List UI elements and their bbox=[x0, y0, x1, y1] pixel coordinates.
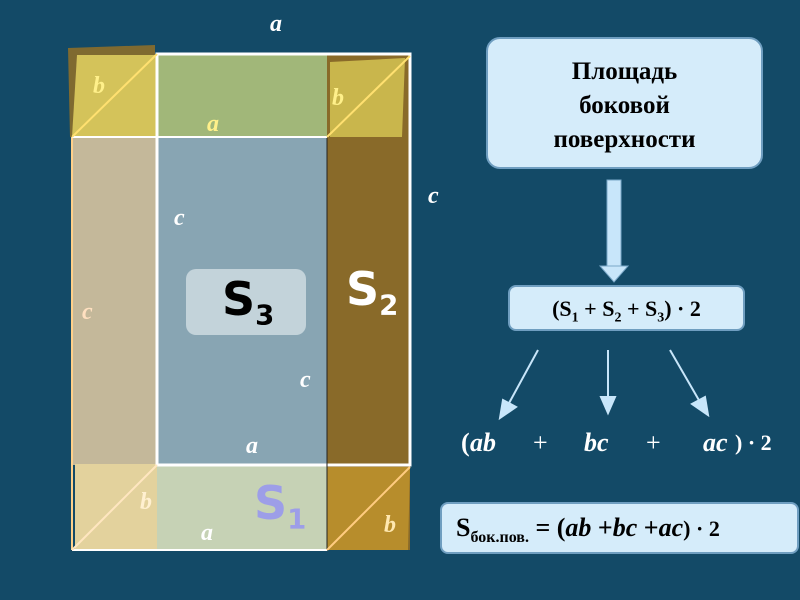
edge-bottom-left bbox=[71, 464, 158, 551]
term-ac: ac bbox=[703, 428, 728, 457]
label-c-inner-right: c bbox=[300, 367, 311, 393]
face-label-s3: S3 bbox=[222, 272, 275, 332]
edge-bottom-right bbox=[326, 466, 411, 551]
edge-top-right bbox=[326, 55, 411, 138]
label-b-bottom-left: b bbox=[140, 489, 152, 515]
label-a-top: a bbox=[270, 11, 282, 37]
label-b-bottom-right: b bbox=[384, 512, 396, 538]
branch-arrows bbox=[498, 349, 710, 421]
title-box: Площадь боковой поверхности bbox=[486, 37, 763, 169]
left-face bbox=[72, 137, 157, 465]
plus-2: + bbox=[646, 428, 661, 457]
sum-formula-box: (S1 + S2 + S3) · 2 bbox=[508, 285, 745, 331]
label-b-top-right: b bbox=[332, 85, 344, 111]
face-label-s2: S2 bbox=[346, 262, 399, 322]
face-label-s1: S1 bbox=[254, 476, 307, 536]
label-c-inner-top: c bbox=[174, 205, 185, 231]
edge-top-left bbox=[71, 53, 158, 138]
term-bc: bc bbox=[584, 428, 609, 457]
bottom-face-s1 bbox=[157, 465, 327, 550]
label-c-left: c bbox=[82, 299, 93, 325]
result-formula-box: Sбок.пов. = (ab +bc +ac) · 2 bbox=[440, 502, 799, 554]
expansion-row: ( ab + bc + ac ) · 2 bbox=[0, 428, 800, 460]
times-two: ) · 2 bbox=[735, 430, 772, 455]
label-a-mid-top: a bbox=[207, 111, 219, 137]
label-a-inner-bottom: a bbox=[246, 433, 258, 459]
title-line-3: поверхности bbox=[553, 126, 696, 153]
back-outline bbox=[155, 52, 412, 467]
paren-open: ( bbox=[461, 428, 470, 457]
s3-label-bg bbox=[186, 269, 306, 335]
plus-1: + bbox=[533, 428, 548, 457]
title-line-1: Площадь bbox=[571, 58, 678, 85]
term-ab: ab bbox=[470, 428, 496, 457]
big-down-arrow bbox=[606, 179, 622, 267]
label-b-top-left: b bbox=[93, 73, 105, 99]
title-line-2: боковой bbox=[579, 92, 670, 119]
label-c-right: c bbox=[428, 183, 439, 209]
label-a-bottom: a bbox=[201, 520, 213, 546]
